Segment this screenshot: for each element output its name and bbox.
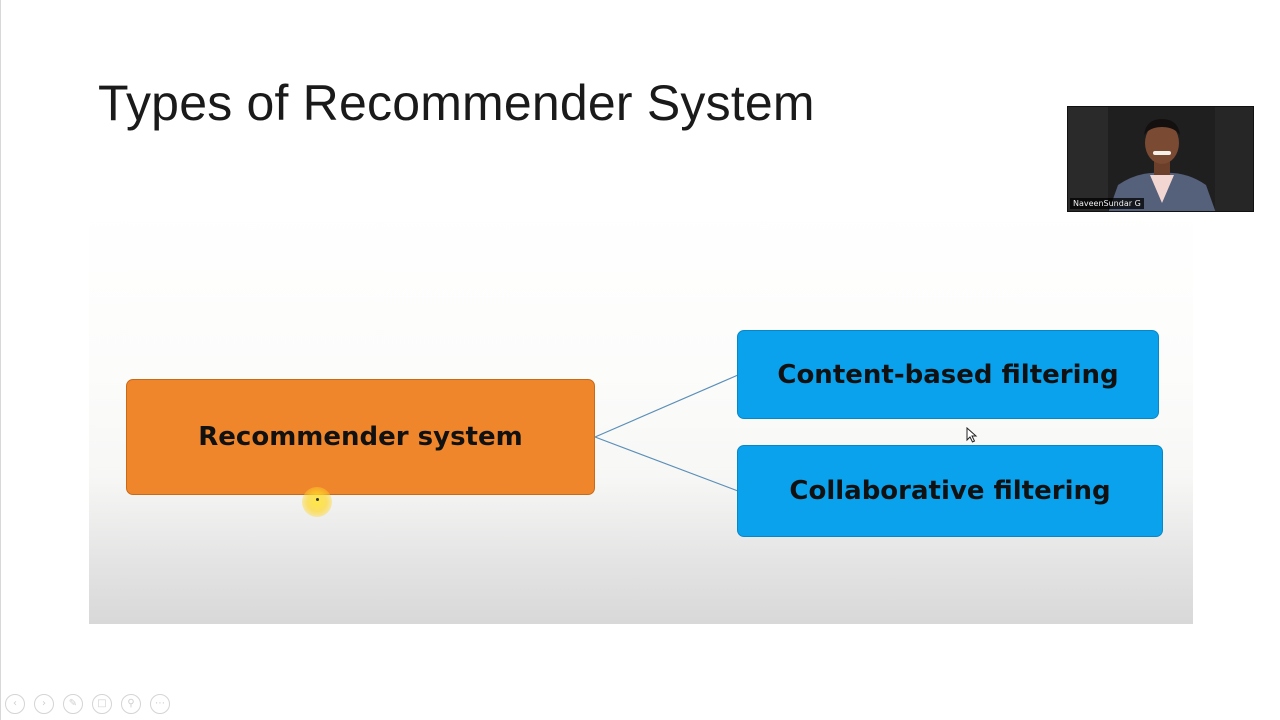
collaborative-filtering-label: Collaborative filtering bbox=[789, 476, 1111, 506]
content-based-filtering-label: Content-based filtering bbox=[777, 359, 1119, 390]
connector-to-content-based bbox=[594, 374, 739, 438]
slides-icon[interactable]: □ bbox=[92, 694, 112, 714]
pen-icon[interactable]: ✎ bbox=[63, 694, 83, 714]
previous-icon[interactable]: ‹ bbox=[5, 694, 25, 714]
laser-pointer-center bbox=[316, 498, 319, 501]
presenter-video-icon bbox=[1068, 107, 1253, 211]
recommender-system-label: Recommender system bbox=[198, 422, 523, 452]
zoom-icon[interactable]: ⚲ bbox=[121, 694, 141, 714]
content-based-filtering-box: Content-based filtering bbox=[737, 330, 1159, 419]
presenter-name-tag: NaveenSundar G bbox=[1070, 198, 1144, 209]
collaborative-filtering-box: Collaborative filtering bbox=[737, 445, 1163, 537]
mouse-cursor-icon bbox=[966, 427, 978, 443]
presenter-webcam: NaveenSundar G bbox=[1067, 106, 1254, 212]
more-icon[interactable]: ⋯ bbox=[150, 694, 170, 714]
slideshow-controls: ‹ › ✎ □ ⚲ ⋯ bbox=[5, 694, 170, 714]
slide-title: Types of Recommender System bbox=[98, 75, 815, 131]
recommender-system-box: Recommender system bbox=[126, 379, 595, 495]
next-icon[interactable]: › bbox=[34, 694, 54, 714]
connector-to-collaborative bbox=[594, 436, 739, 492]
laser-pointer bbox=[302, 487, 332, 517]
